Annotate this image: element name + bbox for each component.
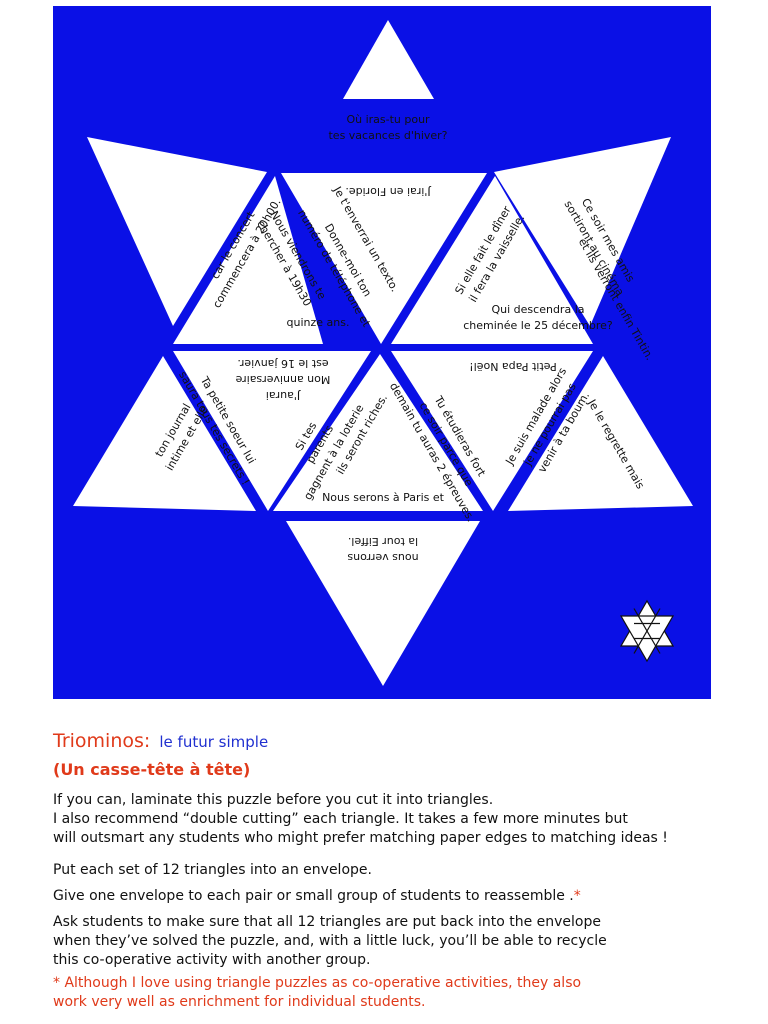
triangle-caption-t5b: Qui descendra la cheminée le 25 décembre? — [463, 303, 613, 332]
triangle-caption-line: J'irai en Floride. — [345, 185, 431, 198]
instruction-line-1: If you can, laminate this puzzle before … — [53, 792, 494, 808]
instruction-line-8: this co-operative activity with another … — [53, 952, 371, 968]
triangle-caption-line: est le 16 janvier. — [237, 357, 328, 370]
triangle-top[interactable] — [343, 20, 434, 99]
triangle-caption-line: Qui descendra la — [492, 303, 585, 316]
triangle-caption-line: Où iras-tu pour — [346, 113, 430, 126]
triangle-caption-line: J'aurai — [266, 389, 301, 402]
instruction-line-6: Ask students to make sure that all 12 tr… — [53, 914, 601, 930]
triangle-inner-1[interactable] — [173, 176, 323, 344]
triangle-left-bottom[interactable] — [73, 356, 256, 511]
triangle-inner-6[interactable] — [391, 351, 593, 511]
instruction-line-2: I also recommend “double cutting” each t… — [53, 811, 628, 827]
instruction-line-3: will outsmart any students who might pre… — [53, 830, 668, 846]
triangle-caption-line: tes vacances d'hiver? — [328, 129, 447, 142]
instruction-line-4: Put each set of 12 triangles into an env… — [53, 862, 372, 878]
triangle-right-top[interactable] — [494, 137, 671, 326]
triangle-caption-line: quinze ans. — [287, 316, 350, 329]
triangle-caption-line: Petit Papa Noël! — [469, 360, 556, 373]
triangle-caption-t4c: J'irai en Floride. — [345, 185, 431, 198]
title-line: Triominos: le futur simple — [53, 730, 268, 752]
instruction-text: Give one envelope to each pair or small … — [53, 888, 574, 904]
triangle-caption-t9b: Nous serons à Paris et — [322, 491, 445, 504]
triangle-inner-3[interactable] — [391, 176, 593, 344]
triangle-left-top[interactable] — [87, 137, 267, 326]
triangle-caption-line: Mon anniversaire — [235, 373, 330, 386]
triangle-caption-line: nous verrons — [347, 551, 418, 564]
asterisk-mark: * — [573, 888, 581, 904]
page-subtitle: (Un casse-tête à tête) — [53, 760, 251, 779]
note-line-2: work very well as enrichment for individ… — [53, 994, 426, 1010]
note-line-1: * Although I love using triangle puzzles… — [53, 975, 582, 991]
instruction-line-5: Give one envelope to each pair or small … — [53, 887, 581, 906]
page-title: Triominos: — [53, 730, 151, 752]
instruction-line-7: when they’ve solved the puzzle, and, wit… — [53, 933, 607, 949]
triangle-caption-t1: Où iras-tu pour tes vacances d'hiver? — [328, 113, 447, 142]
triangle-inner-5[interactable] — [273, 354, 483, 511]
triangle-caption-t12: nous verrons la tour Eiffel. — [347, 535, 418, 564]
star-logo — [619, 599, 675, 663]
triangle-right-bottom[interactable] — [508, 356, 693, 511]
title-topic: le futur simple — [159, 733, 269, 751]
triangle-caption-t8: J'aurai Mon anniversaire est le 16 janvier… — [235, 357, 330, 402]
triangle-bottom[interactable] — [286, 521, 480, 686]
triangle-inner-4[interactable] — [173, 351, 371, 511]
triangle-inner-2[interactable] — [281, 173, 487, 344]
triangle-caption-t3b: quinze ans. — [287, 316, 350, 329]
triangle-caption-t10b: Petit Papa Noël! — [469, 360, 556, 373]
triangle-caption-line: la tour Eiffel. — [348, 535, 418, 548]
triangle-caption-line: cheminée le 25 décembre? — [463, 319, 613, 332]
triangle-caption-line: Nous serons à Paris et — [322, 491, 445, 504]
